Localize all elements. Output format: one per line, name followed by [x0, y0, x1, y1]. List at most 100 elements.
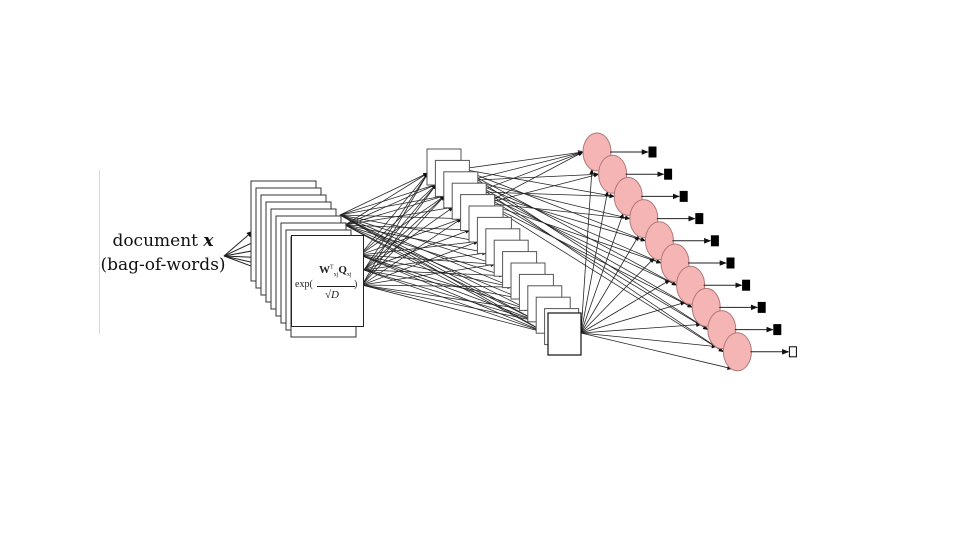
edge-hidden-8	[339, 214, 538, 322]
formula-exp: exp(	[295, 279, 313, 290]
output-token-4	[710, 235, 719, 247]
edge-node-5	[469, 151, 584, 181]
edge-hub-7	[580, 322, 702, 334]
output-token-0	[648, 146, 657, 158]
edge-hidden-43	[361, 218, 463, 286]
edge-hub-2	[580, 212, 624, 334]
edge-hidden-39	[363, 269, 547, 334]
edge-hidden-28	[359, 254, 538, 322]
edge-hidden-33	[363, 206, 454, 271]
edge-node-16	[486, 151, 584, 204]
edge-hub-0	[580, 168, 594, 334]
output-token-3	[695, 213, 704, 225]
output-token-9	[788, 346, 797, 358]
edge-hidden-20	[359, 172, 429, 256]
edge-node-7	[469, 180, 631, 220]
formula-fraction-bar	[317, 286, 355, 287]
edge-node-2	[460, 168, 646, 242]
document-variable: x	[203, 231, 214, 251]
edge-hidden-12	[344, 195, 446, 226]
edge-hidden-48	[361, 284, 538, 323]
output-token-1	[664, 168, 673, 180]
edge-hidden-30	[363, 172, 429, 271]
formula-denominator: √D	[325, 289, 339, 301]
edge-hidden-19	[344, 224, 547, 333]
edge-hidden-10	[344, 172, 429, 226]
formula-close: )	[354, 279, 358, 290]
output-token-7	[757, 301, 766, 313]
edge-hidden-31	[363, 183, 437, 271]
edge-node-4	[460, 168, 709, 330]
output-token-8	[773, 324, 782, 336]
edge-hidden-36	[363, 269, 505, 278]
edge-hub-8	[580, 332, 718, 349]
hub-box	[547, 312, 582, 356]
edge-hidden-32	[363, 195, 446, 271]
formula-q-sub: x	[346, 272, 350, 279]
edge-hidden-13	[344, 205, 454, 226]
edge-hidden-45	[361, 262, 496, 286]
edge-node-12	[477, 191, 615, 199]
edge-node-3	[460, 168, 678, 286]
edge-node-0	[460, 152, 583, 170]
edge-hidden-17	[344, 224, 521, 299]
edge-hub-9	[580, 332, 733, 370]
edge-hidden-40	[361, 172, 429, 286]
output-nodes-group	[582, 132, 752, 372]
outputs-group	[610, 146, 797, 358]
edge-hidden-24	[359, 239, 479, 256]
edge-hidden-1	[339, 183, 437, 216]
formula-w-sub2: j	[336, 272, 339, 279]
edge-hub-6	[580, 301, 687, 334]
edge-hub-1	[580, 190, 609, 334]
edge-node-20	[486, 202, 693, 308]
edge-node-18	[486, 202, 631, 221]
document-label-text: document	[112, 231, 198, 251]
edge-hidden-47	[361, 284, 530, 312]
formula-w: W	[319, 264, 330, 276]
input-panel	[99, 170, 228, 334]
edge-hidden-21	[359, 184, 437, 256]
edge-hidden-11	[344, 184, 437, 226]
output-token-6	[742, 279, 751, 291]
edge-hidden-27	[359, 254, 530, 311]
output-token-5	[726, 257, 735, 269]
edge-node-21	[486, 202, 724, 353]
edge-hub-5	[580, 279, 671, 334]
edge-node-17	[486, 173, 600, 204]
edge-hub-3	[580, 235, 640, 334]
edge-hidden-15	[344, 224, 488, 254]
edge-node-14	[477, 191, 678, 286]
edge-node-13	[477, 191, 646, 242]
hub-group	[547, 312, 582, 356]
edge-node-19	[486, 202, 662, 264]
formula-q-sub2: j	[349, 272, 352, 279]
edge-hidden-49	[361, 284, 547, 334]
edge-hidden-42	[361, 195, 446, 286]
document-label: document x (bag-of-words)	[99, 229, 227, 277]
edge-node-6	[469, 172, 600, 181]
formula-w-sup: T	[330, 264, 334, 271]
output-token-2	[679, 190, 688, 202]
formula-q: Q	[338, 264, 347, 276]
edge-hidden-29	[359, 254, 547, 333]
edge-hidden-22	[359, 195, 446, 256]
output-node-9	[722, 332, 752, 372]
edge-node-11	[477, 151, 584, 193]
edge-node-10	[469, 180, 724, 353]
formula-w-sub: x	[333, 272, 337, 279]
edge-node-1	[460, 168, 615, 198]
edge-node-9	[469, 180, 693, 308]
formula-numerator: WTxjQxj	[319, 264, 352, 278]
edge-hidden-2	[339, 194, 446, 216]
edge-hidden-44	[361, 241, 479, 286]
edge-input-0	[223, 230, 254, 257]
edge-hidden-0	[339, 172, 429, 216]
edge-hidden-46	[361, 284, 513, 290]
edge-hub-4	[580, 257, 655, 334]
bag-of-words-label: (bag-of-words)	[100, 255, 226, 275]
edge-hidden-38	[363, 269, 538, 322]
edge-hidden-14	[344, 224, 471, 232]
attention-formula-box: exp( WTxjQxj √D )	[291, 235, 364, 327]
